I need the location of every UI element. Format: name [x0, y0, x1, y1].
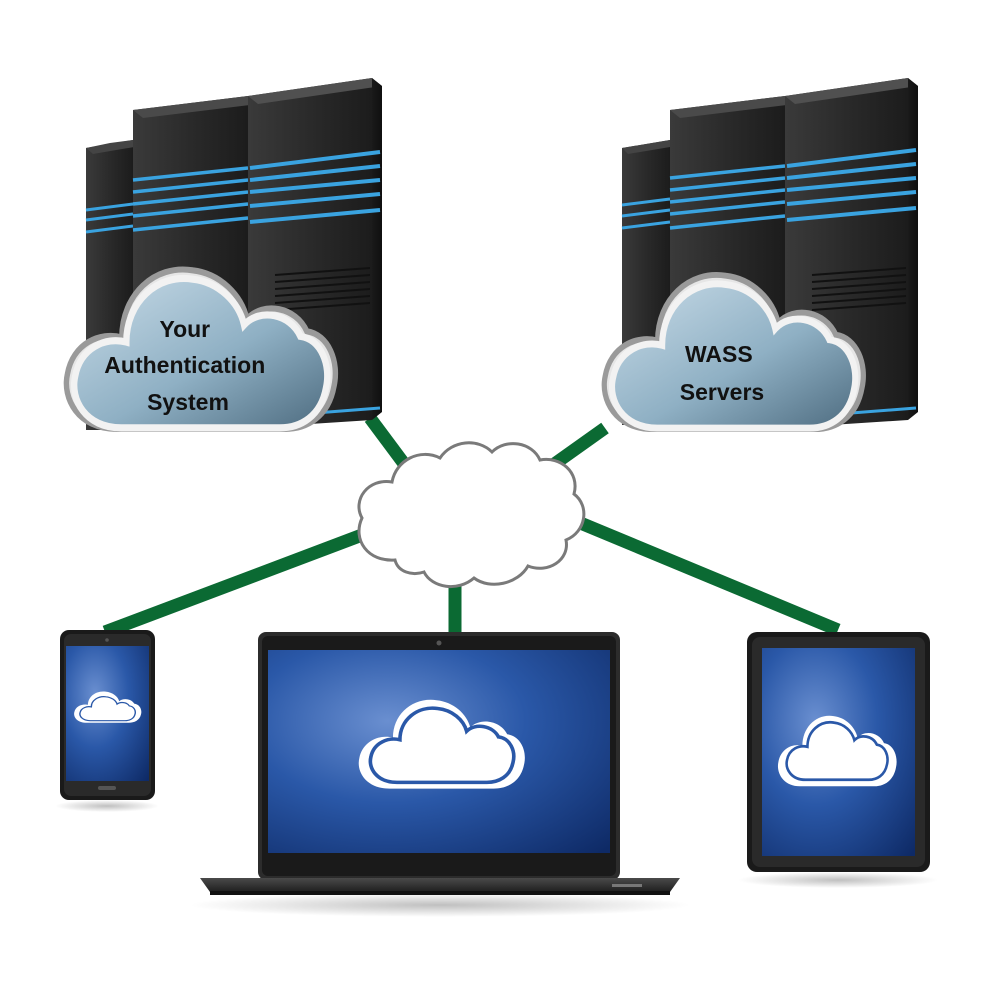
link-tablet [575, 515, 841, 637]
network-cloud-icon [357, 441, 586, 589]
tablet-icon [738, 632, 938, 888]
smartphone-icon [55, 630, 159, 812]
wass-label: WASS Servers [680, 341, 764, 405]
laptop-icon [190, 632, 690, 917]
link-auth [364, 414, 411, 469]
link-phone [102, 528, 365, 639]
network-links [102, 414, 841, 639]
auth-server-group: Your Authentication System [66, 78, 382, 430]
auth-label: Your Authentication System [104, 316, 271, 415]
link-wass [549, 422, 609, 471]
wass-server-group: WASS Servers [604, 78, 918, 429]
